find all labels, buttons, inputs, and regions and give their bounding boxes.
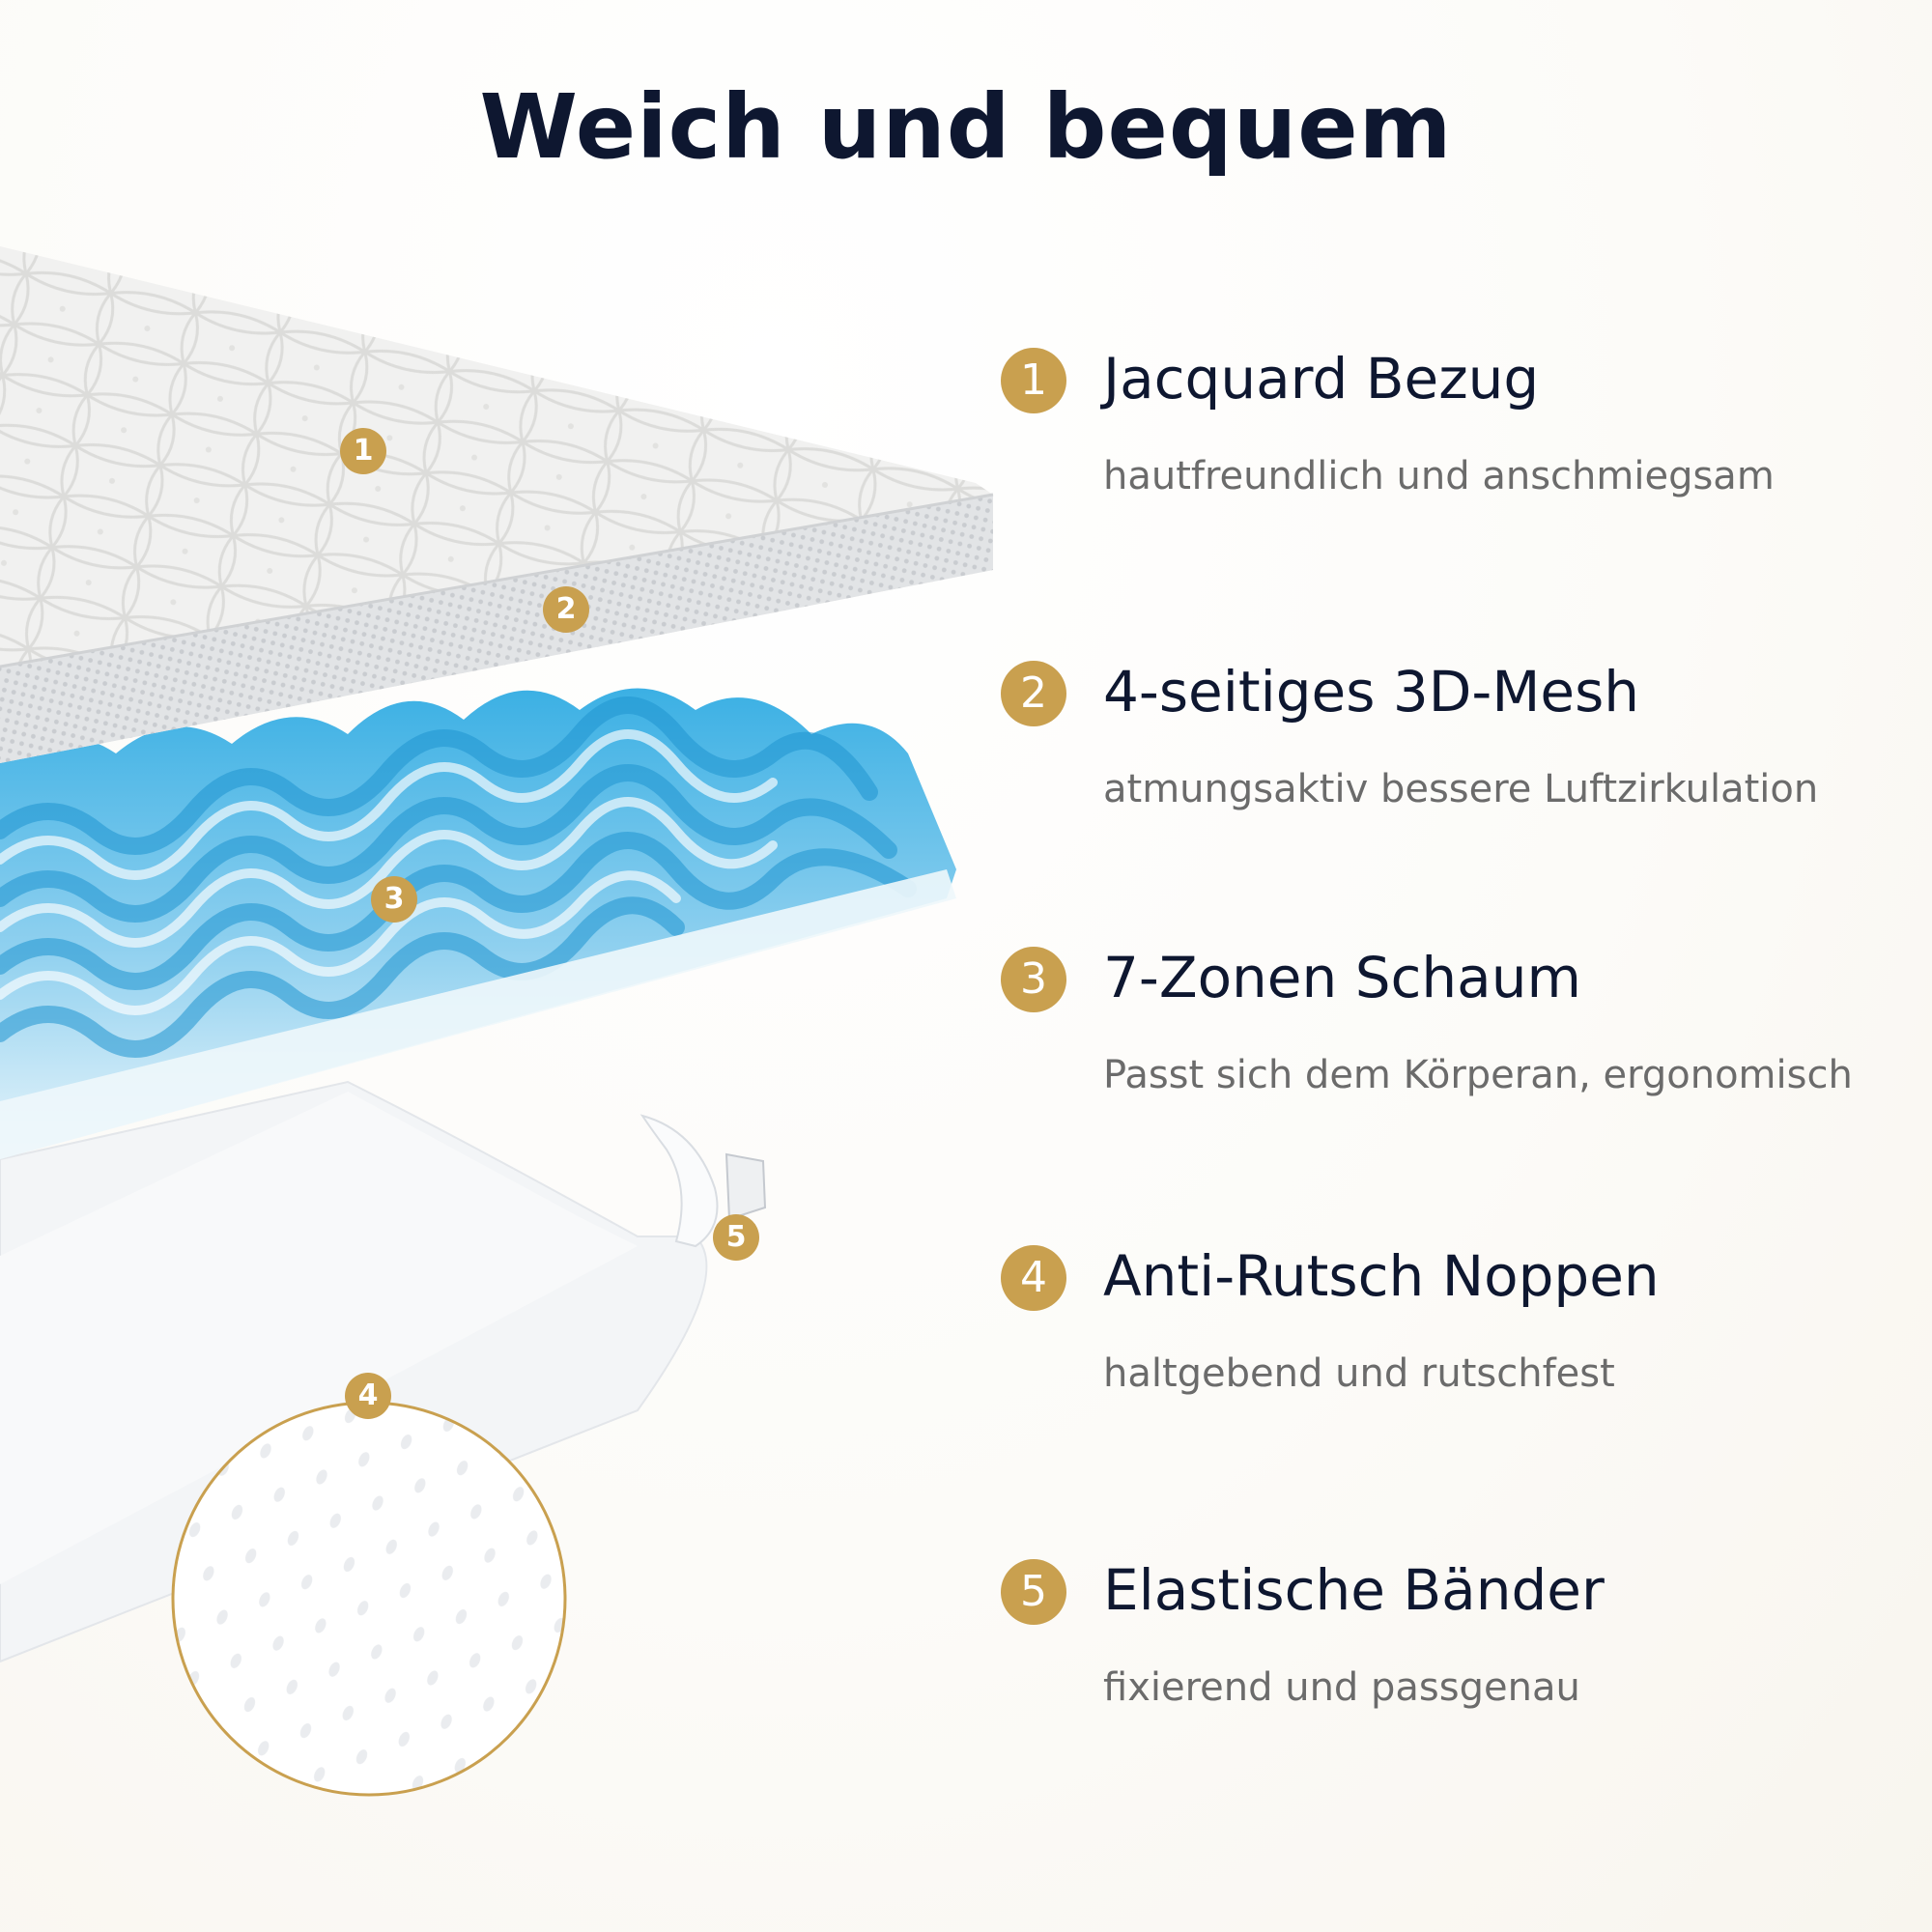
feature-number-badge: 1	[1001, 348, 1066, 413]
feature-number-badge: 2	[1001, 661, 1066, 726]
feature-title: Elastische Bänder	[1103, 1557, 1605, 1623]
feature-description: atmungsaktiv bessere Luftzirkulation	[1103, 767, 1819, 811]
feature-description: fixierend und passgenau	[1103, 1665, 1580, 1710]
feature-description: Passt sich dem Körperan, ergonomisch	[1103, 1053, 1853, 1097]
illustration-label-2: 2	[543, 586, 589, 633]
feature-title: 7-Zonen Schaum	[1103, 945, 1581, 1010]
feature-number-badge: 4	[1001, 1245, 1066, 1311]
feature-title: Anti-Rutsch Noppen	[1103, 1243, 1660, 1309]
feature-number-badge: 3	[1001, 947, 1066, 1012]
feature-description: haltgebend und rutschfest	[1103, 1351, 1615, 1396]
anti-slip-zoom-circle	[171, 1401, 567, 1797]
illustration-label-4: 4	[345, 1373, 391, 1419]
illustration-label-1: 1	[340, 428, 386, 474]
feature-title: 4-seitiges 3D-Mesh	[1103, 659, 1640, 724]
illustration-label-5: 5	[713, 1214, 759, 1261]
mesh-side	[0, 495, 993, 763]
feature-number-badge: 5	[1001, 1559, 1066, 1625]
elastic-strap	[639, 1114, 719, 1248]
illustration-label-3: 3	[371, 876, 417, 923]
foam-waves	[0, 696, 917, 1058]
feature-description: hautfreundlich und anschmiegsam	[1103, 454, 1775, 498]
feature-title: Jacquard Bezug	[1103, 346, 1540, 412]
page-title: Weich und bequem	[479, 75, 1453, 179]
